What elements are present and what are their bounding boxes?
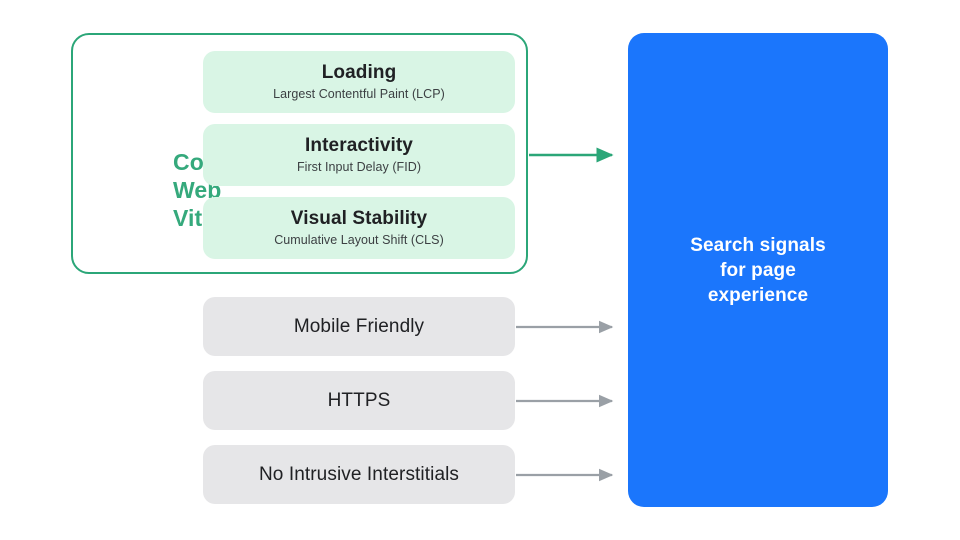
metric-title-loading: Loading (321, 62, 397, 83)
https-label: HTTPS (327, 390, 391, 411)
metric-card-visual-stability[interactable]: Visual Stability Cumulative Layout Shift… (203, 197, 515, 259)
metric-subtitle-visual-stability: Cumulative Layout Shift (CLS) (274, 233, 444, 247)
https-card[interactable]: HTTPS (203, 371, 515, 430)
metric-title-interactivity: Interactivity (305, 135, 413, 156)
metric-card-interactivity[interactable]: Interactivity First Input Delay (FID) (203, 124, 515, 186)
search-signals-label: Search signals for page experience (690, 234, 826, 306)
metric-subtitle-interactivity: First Input Delay (FID) (296, 160, 422, 174)
mobile-friendly-label: Mobile Friendly (293, 316, 425, 337)
metric-title-visual-stability: Visual Stability (290, 208, 428, 229)
no-intrusive-interstitials-card[interactable]: No Intrusive Interstitials (203, 445, 515, 504)
mobile-friendly-card[interactable]: Mobile Friendly (203, 297, 515, 356)
metric-subtitle-loading: Largest Contentful Paint (LCP) (273, 87, 445, 101)
no-intrusive-interstitials-label: No Intrusive Interstitials (258, 464, 460, 485)
search-signals-box[interactable]: Search signals for page experience (628, 33, 888, 507)
metric-card-loading[interactable]: Loading Largest Contentful Paint (LCP) (203, 51, 515, 113)
